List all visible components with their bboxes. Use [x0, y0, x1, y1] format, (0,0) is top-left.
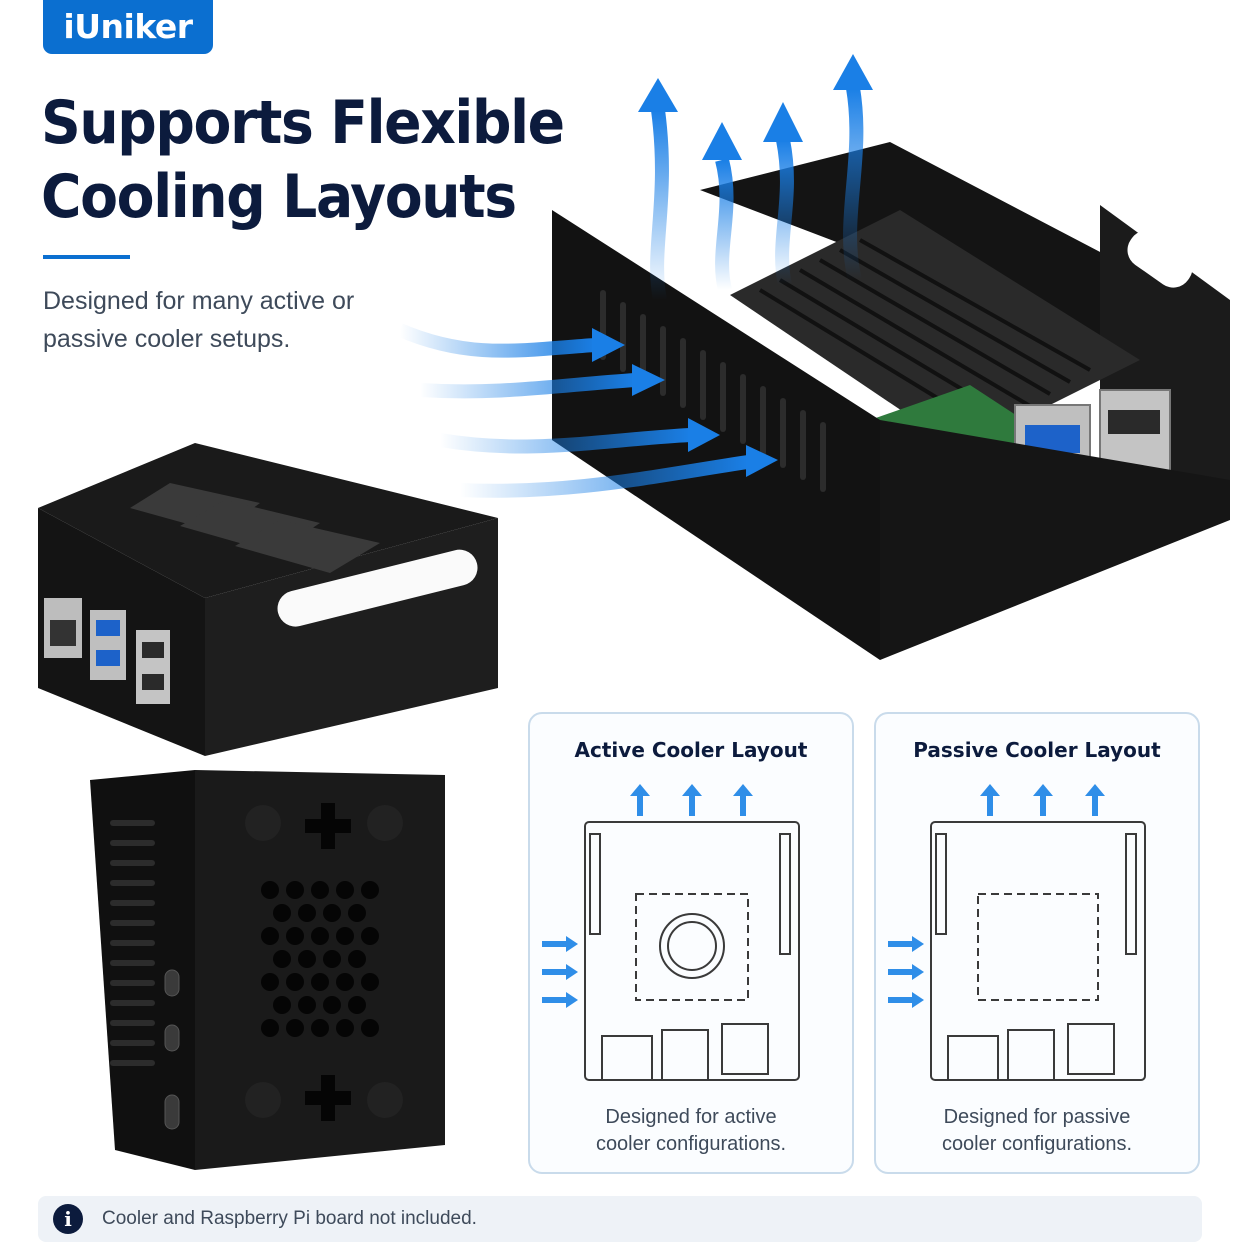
accent-divider	[43, 255, 130, 259]
disclaimer-text: Cooler and Raspberry Pi board not includ…	[102, 1208, 477, 1229]
subtitle: Designed for many active or passive cool…	[43, 282, 443, 358]
subtitle-line-2: passive cooler setups.	[43, 325, 291, 353]
page-title: Supports Flexible Cooling Layouts	[41, 86, 565, 234]
active-cooler-caption: Designed for active cooler configuration…	[540, 1104, 842, 1158]
info-icon: i	[53, 1204, 83, 1234]
title-line-2: Cooling Layouts	[41, 162, 517, 232]
disclaimer-bar: i Cooler and Raspberry Pi board not incl…	[38, 1196, 1202, 1242]
airflow-up-arrows	[638, 54, 873, 302]
passive-cooler-card: Passive Cooler Layout Designed for passi…	[874, 712, 1200, 1174]
upright-case-image	[90, 770, 445, 1170]
passive-cooler-title: Passive Cooler Layout	[913, 738, 1161, 762]
airflow-side-arrows	[397, 323, 778, 498]
closed-case-image	[38, 443, 498, 756]
passive-caption-line-2: cooler configurations.	[941, 1133, 1133, 1155]
active-cooler-title: Active Cooler Layout	[574, 738, 808, 762]
passive-cooler-caption: Designed for passive cooler configuratio…	[886, 1104, 1188, 1158]
active-cooler-diagram	[542, 784, 800, 1081]
active-caption-line-2: cooler configurations.	[595, 1133, 787, 1155]
title-line-1: Supports Flexible	[41, 88, 565, 158]
active-caption-line-1: Designed for active	[605, 1106, 777, 1128]
open-case-image	[552, 54, 1230, 660]
passive-caption-line-1: Designed for passive	[943, 1106, 1131, 1128]
subtitle-line-1: Designed for many active or	[43, 287, 355, 315]
brand-logo: iUniker	[43, 0, 213, 54]
active-cooler-card: Active Cooler Layout Designed for active…	[528, 712, 854, 1174]
passive-cooler-diagram	[888, 784, 1146, 1081]
